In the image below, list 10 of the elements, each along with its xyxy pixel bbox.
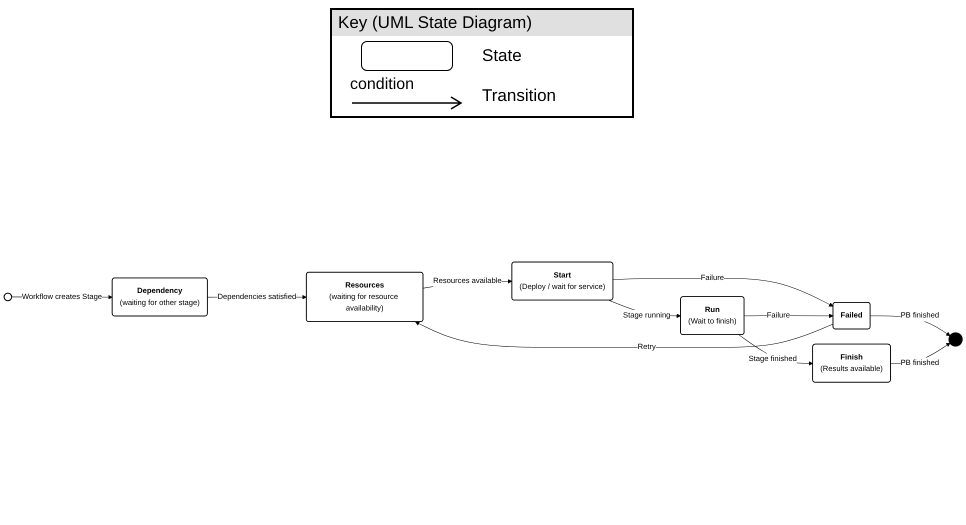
node-circle (4, 292, 12, 302)
arrow (738, 335, 814, 366)
key-title: Key (UML State Diagram) (332, 10, 632, 36)
legend-text: Transition (482, 86, 556, 106)
arrow (415, 322, 834, 348)
node-circle (948, 332, 963, 347)
arrow (612, 278, 834, 307)
condition-label: condition (350, 76, 414, 94)
legend-text: State (482, 46, 522, 66)
arrow (744, 314, 834, 318)
